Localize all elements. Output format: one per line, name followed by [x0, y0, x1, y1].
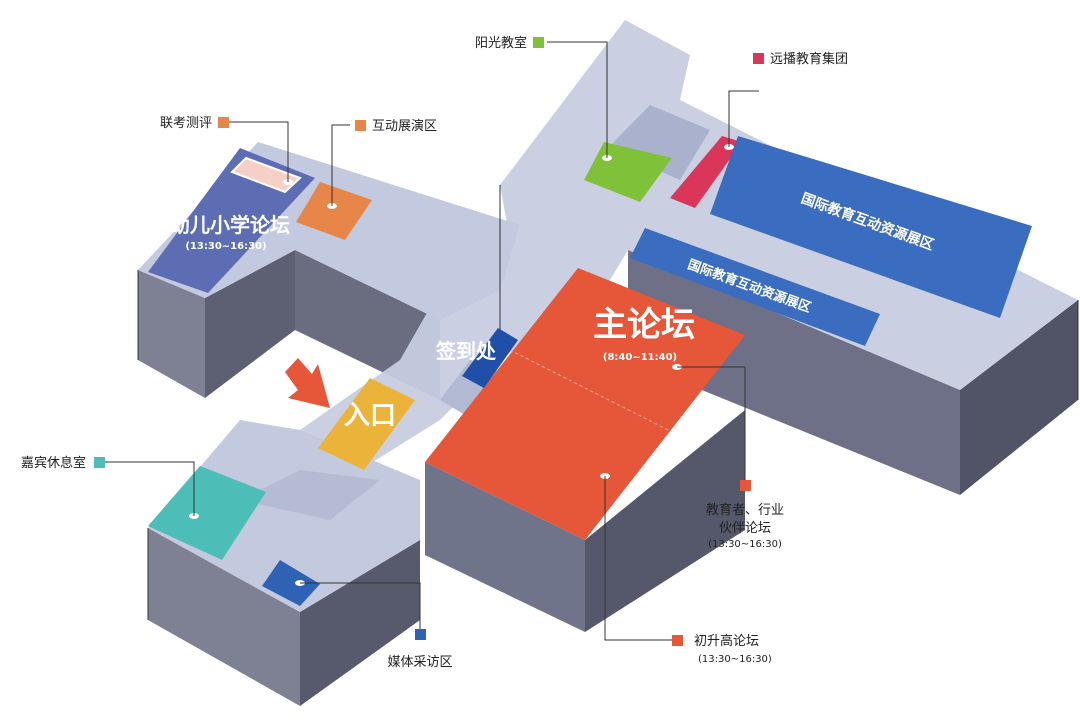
- lian-kao-room[interactable]: [230, 156, 302, 194]
- guest-lounge[interactable]: [148, 466, 266, 560]
- callout-guest-label: 嘉宾休息室: [21, 455, 86, 471]
- main-forum-area[interactable]: [425, 268, 745, 540]
- callout-lian-kao-swatch: [218, 117, 229, 128]
- entrance-arrow-icon: [285, 358, 330, 408]
- yuanbo-booth[interactable]: [670, 136, 742, 208]
- primary-forum-title: 幼儿小学论坛: [170, 213, 290, 237]
- hudong-area[interactable]: [296, 182, 372, 240]
- callout-educators-time: (13:30~16:30): [708, 539, 782, 550]
- callout-educators-swatch: [740, 480, 751, 491]
- building-walls: [138, 250, 1078, 706]
- leader-lines: [102, 41, 759, 641]
- callout-media-label: 媒体采访区: [387, 655, 452, 670]
- primary-forum-zone[interactable]: 幼儿小学论坛 (13:30~16:30): [148, 148, 315, 293]
- exhibit-upper-zone[interactable]: 国际教育互动资源展区: [710, 136, 1032, 318]
- callout-sunshine[interactable]: 阳光教室: [475, 35, 544, 51]
- callout-hudong-label: 互动展演区: [372, 118, 437, 134]
- callout-lian-kao-label: 联考测评: [160, 116, 212, 131]
- callout-sunshine-swatch: [533, 37, 544, 48]
- main-forum-title: 主论坛: [593, 305, 695, 345]
- callout-chusheng-label: 初升高论坛: [694, 633, 759, 649]
- signin-zone[interactable]: 签到处: [435, 328, 518, 388]
- entrance-zone[interactable]: 入口: [318, 378, 415, 470]
- building-floor: [137, 20, 1079, 620]
- callout-chusheng-time: (13:30~16:30): [698, 654, 772, 665]
- entrance-title: 入口: [344, 401, 396, 431]
- callout-yuanbo[interactable]: 远播教育集团: [753, 51, 848, 67]
- main-forum-zone[interactable]: 主论坛 (8:40~11:40): [425, 268, 745, 540]
- callout-media-swatch: [415, 629, 426, 640]
- callout-hudong[interactable]: 互动展演区: [355, 118, 437, 134]
- callout-lian-kao[interactable]: 联考测评: [160, 116, 229, 131]
- callout-educators-line2: 伙伴论坛: [719, 521, 771, 536]
- callout-yuanbo-label: 远播教育集团: [770, 51, 848, 67]
- main-forum-time: (8:40~11:40): [603, 352, 677, 363]
- primary-forum-time: (13:30~16:30): [185, 241, 266, 252]
- callout-chusheng[interactable]: 初升高论坛 (13:30~16:30): [672, 633, 772, 665]
- media-area[interactable]: [262, 560, 320, 606]
- signin-title: 签到处: [435, 339, 497, 363]
- callout-educators[interactable]: 教育者、行业 伙伴论坛 (13:30~16:30): [706, 480, 784, 550]
- callout-hudong-swatch: [355, 120, 366, 131]
- callout-educators-line1: 教育者、行业: [706, 502, 784, 518]
- callout-chusheng-swatch: [672, 635, 683, 646]
- callout-guest[interactable]: 嘉宾休息室: [21, 455, 105, 471]
- callout-media[interactable]: 媒体采访区: [387, 629, 453, 670]
- callout-yuanbo-swatch: [753, 53, 764, 64]
- callout-sunshine-label: 阳光教室: [475, 35, 527, 51]
- callout-guest-swatch: [94, 457, 105, 468]
